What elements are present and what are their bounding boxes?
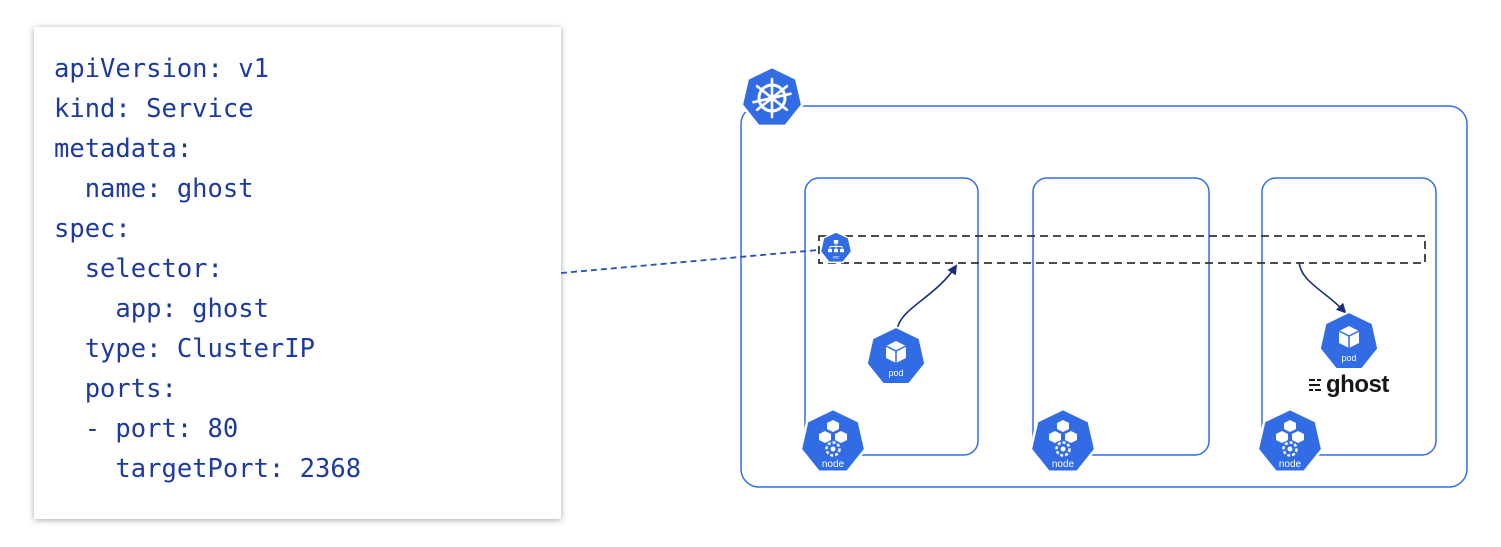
code-line: selector: — [54, 254, 223, 284]
code-line: apiVersion: v1 — [54, 54, 269, 84]
code-line: spec: — [54, 214, 131, 244]
node-icon-label: node — [1052, 459, 1075, 470]
code-line: ports: — [54, 374, 177, 404]
ghost-logo-text: ghost — [1326, 371, 1389, 398]
request-arrow — [896, 264, 958, 331]
service-boundary — [818, 235, 1426, 264]
code-line: metadata: — [54, 134, 193, 164]
pod-icon: pod — [865, 325, 927, 385]
node-icon: node — [1256, 407, 1324, 473]
service-link-line — [560, 249, 819, 274]
service-icon: svc — [819, 231, 853, 264]
node-icon: node — [1029, 407, 1097, 473]
service-icon-label: svc — [833, 255, 841, 260]
node-box-3 — [1261, 177, 1437, 456]
pod-icon: pod — [1318, 310, 1380, 370]
node-box-2 — [1032, 177, 1210, 456]
yaml-code-card: apiVersion: v1 kind: Service metadata: n… — [34, 27, 561, 519]
node-icon-label: node — [822, 459, 845, 470]
cluster-box — [740, 105, 1468, 488]
code-line: - port: 80 — [54, 414, 239, 444]
ghost-logo: ghost — [1309, 371, 1390, 398]
ghost-logo-icon — [1309, 379, 1321, 391]
pod-icon-label: pod — [1341, 353, 1356, 363]
code-line: targetPort: 2368 — [54, 454, 362, 484]
pod-icon-label: pod — [888, 368, 903, 378]
kubernetes-logo-icon — [740, 65, 804, 128]
code-line: app: ghost — [54, 294, 269, 324]
node-box-1 — [804, 177, 979, 456]
forward-arrow — [1298, 261, 1347, 314]
code-line: kind: Service — [54, 94, 254, 124]
code-line: name: ghost — [54, 174, 254, 204]
node-icon-label: node — [1279, 459, 1302, 470]
code-line: type: ClusterIP — [54, 334, 315, 364]
node-icon: node — [799, 407, 867, 473]
